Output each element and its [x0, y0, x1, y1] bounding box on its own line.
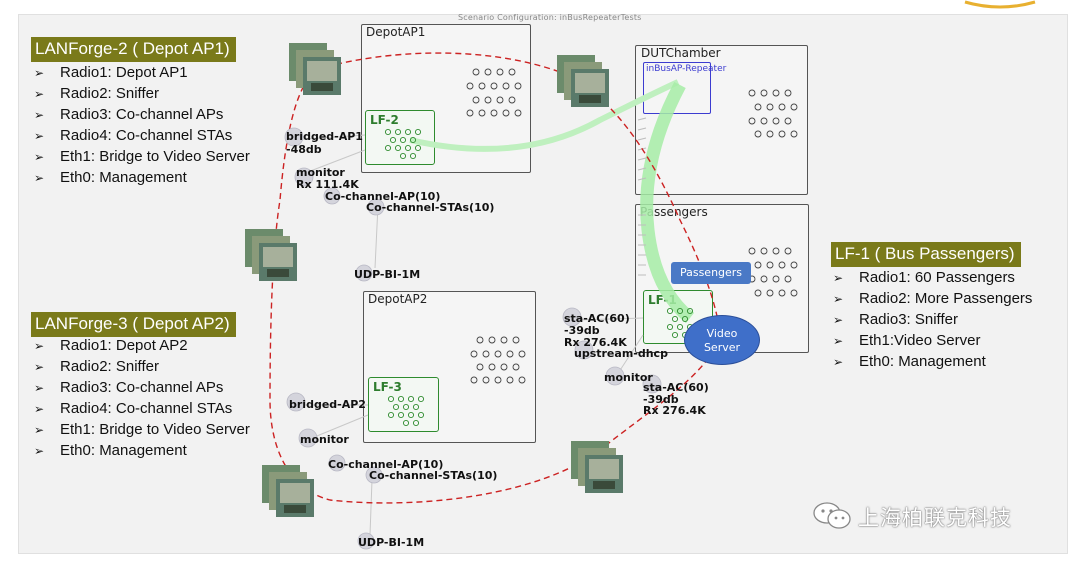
scenario-canvas: [18, 14, 1068, 554]
list-item: ➢Eth1: Bridge to Video Server: [34, 419, 250, 440]
bus-thumbnail-icon[interactable]: [289, 43, 341, 95]
sta-ac2-rx: Rx 276.4K: [643, 404, 706, 417]
signal-dut-passengers: [640, 81, 695, 324]
signal-ap1-dut: [409, 79, 680, 152]
ap2-dot-grid: [470, 336, 526, 384]
list-item: ➢Radio1: 60 Passengers: [833, 267, 1032, 288]
list-item: ➢Radio3: Co-channel APs: [34, 377, 250, 398]
lf3-label: LF-3: [373, 380, 402, 394]
arrow-bullet-icon: ➢: [34, 402, 45, 416]
arrow-bullet-icon: ➢: [34, 150, 45, 164]
lf3-dot-grid: [387, 395, 425, 427]
udp-ap2-label: UDP-BI-1M: [358, 536, 425, 549]
dut-device-box[interactable]: [643, 62, 711, 114]
bus-thumbnail-icon[interactable]: [571, 441, 623, 493]
passengers-label: Passengers: [640, 205, 708, 219]
arrow-bullet-icon: ➢: [34, 381, 45, 395]
list-item: ➢Radio3: Co-channel APs: [34, 104, 250, 125]
arrow-bullet-icon: ➢: [34, 339, 45, 353]
upstream-dhcp-label: upstream-dhcp: [574, 347, 668, 360]
depot-ap2-label: DepotAP2: [368, 292, 428, 306]
bridged-ap1-label: bridged-AP1: [286, 130, 363, 143]
monitor-ap1-rx: Rx 111.4K: [296, 178, 359, 191]
cochannel-sta-ap2-label: Co-channel-STAs(10): [369, 469, 498, 482]
arrow-bullet-icon: ➢: [34, 129, 45, 143]
dut-chamber-label: DUTChamber: [641, 46, 721, 60]
lf2-dot-grid: [384, 128, 422, 160]
band-ticks: [637, 117, 647, 276]
bridged-ap2-label: bridged-AP2: [289, 398, 366, 411]
monitor-ap2-label: monitor: [300, 433, 349, 446]
monitor-lf1-label: monitor: [604, 371, 653, 384]
bus-thumbnail-icon[interactable]: [557, 55, 609, 107]
lanforge2-list: ➢Radio1: Depot AP1 ➢Radio2: Sniffer ➢Rad…: [34, 62, 250, 188]
list-item: ➢Eth0: Management: [833, 351, 1032, 372]
sta-ac2-signal: -39db: [643, 393, 679, 406]
arrow-bullet-icon: ➢: [34, 87, 45, 101]
arrow-bullet-icon: ➢: [34, 423, 45, 437]
lanforge3-header: LANForge-3 ( Depot AP2): [31, 312, 236, 337]
list-item: ➢Eth0: Management: [34, 440, 250, 461]
list-item: ➢Radio2: More Passengers: [833, 288, 1032, 309]
watermark-text: 上海柏联克科技: [858, 506, 1012, 530]
monitor-ap1-label: monitor: [296, 166, 345, 179]
arrow-bullet-icon: ➢: [833, 334, 844, 348]
lf2-label: LF-2: [370, 113, 399, 127]
depot-ap1-label: DepotAP1: [366, 25, 426, 39]
arrow-bullet-icon: ➢: [34, 360, 45, 374]
lf1-header: LF-1 ( Bus Passengers): [831, 242, 1021, 267]
bus-thumbnail-icon[interactable]: [262, 465, 314, 517]
video-server-label-1: Video: [706, 327, 738, 340]
cochannel-sta-ap1-label: Co-channel-STAs(10): [366, 201, 495, 214]
cochannel-ap-ap1-label: Co-channel-AP(10): [325, 190, 441, 203]
lanforge3-list: ➢Radio1: Depot AP2 ➢Radio2: Sniffer ➢Rad…: [34, 335, 250, 461]
arrow-bullet-icon: ➢: [833, 292, 844, 306]
bridged-ap1-signal: -48db: [286, 143, 322, 156]
sta-ac2-label: sta-AC(60): [643, 381, 709, 394]
sta-ac-signal: -39db: [564, 324, 600, 337]
list-item: ➢Eth1: Bridge to Video Server: [34, 146, 250, 167]
sta-ac-rx: Rx 276.4K: [564, 336, 627, 349]
passengers-button[interactable]: Passengers: [671, 262, 751, 284]
list-item: ➢Radio2: Sniffer: [34, 356, 250, 377]
list-item: ➢Radio3: Sniffer: [833, 309, 1032, 330]
ap1-dot-grid: [466, 68, 522, 117]
scenario-title: Scenario Configuration: inBusRepeaterTes…: [458, 13, 642, 22]
arrow-bullet-icon: ➢: [34, 171, 45, 185]
arrow-bullet-icon: ➢: [34, 108, 45, 122]
lanforge2-header: LANForge-2 ( Depot AP1): [31, 37, 236, 62]
list-item: ➢Eth1:Video Server: [833, 330, 1032, 351]
sta-ac-label: sta-AC(60): [564, 312, 630, 325]
cochannel-ap-ap2-label: Co-channel-AP(10): [328, 458, 444, 471]
video-server-label-2: Server: [703, 341, 741, 354]
list-item: ➢Radio1: Depot AP1: [34, 62, 250, 83]
arrow-bullet-icon: ➢: [34, 66, 45, 80]
list-item: ➢Radio1: Depot AP2: [34, 335, 250, 356]
video-server-node[interactable]: Video Server: [684, 315, 760, 365]
list-item: ➢Radio4: Co-channel STAs: [34, 125, 250, 146]
list-item: ➢Radio4: Co-channel STAs: [34, 398, 250, 419]
arrow-bullet-icon: ➢: [34, 444, 45, 458]
dut-dot-grid: [748, 89, 798, 138]
list-item: ➢Eth0: Management: [34, 167, 250, 188]
passengers-dot-grid: [748, 247, 798, 297]
list-item: ➢Radio2: Sniffer: [34, 83, 250, 104]
endpoint-nodes: [284, 127, 662, 550]
lf1-list: ➢Radio1: 60 Passengers ➢Radio2: More Pas…: [833, 267, 1032, 372]
logo-arc-icon: [964, 0, 1036, 9]
arrow-bullet-icon: ➢: [833, 355, 844, 369]
udp-ap1-label: UDP-BI-1M: [354, 268, 421, 281]
bus-thumbnail-icon[interactable]: [245, 229, 297, 281]
arrow-bullet-icon: ➢: [833, 271, 844, 285]
dut-device-label: inBusAP-Repeater: [646, 64, 727, 74]
wechat-icon: [813, 502, 851, 529]
arrow-bullet-icon: ➢: [833, 313, 844, 327]
